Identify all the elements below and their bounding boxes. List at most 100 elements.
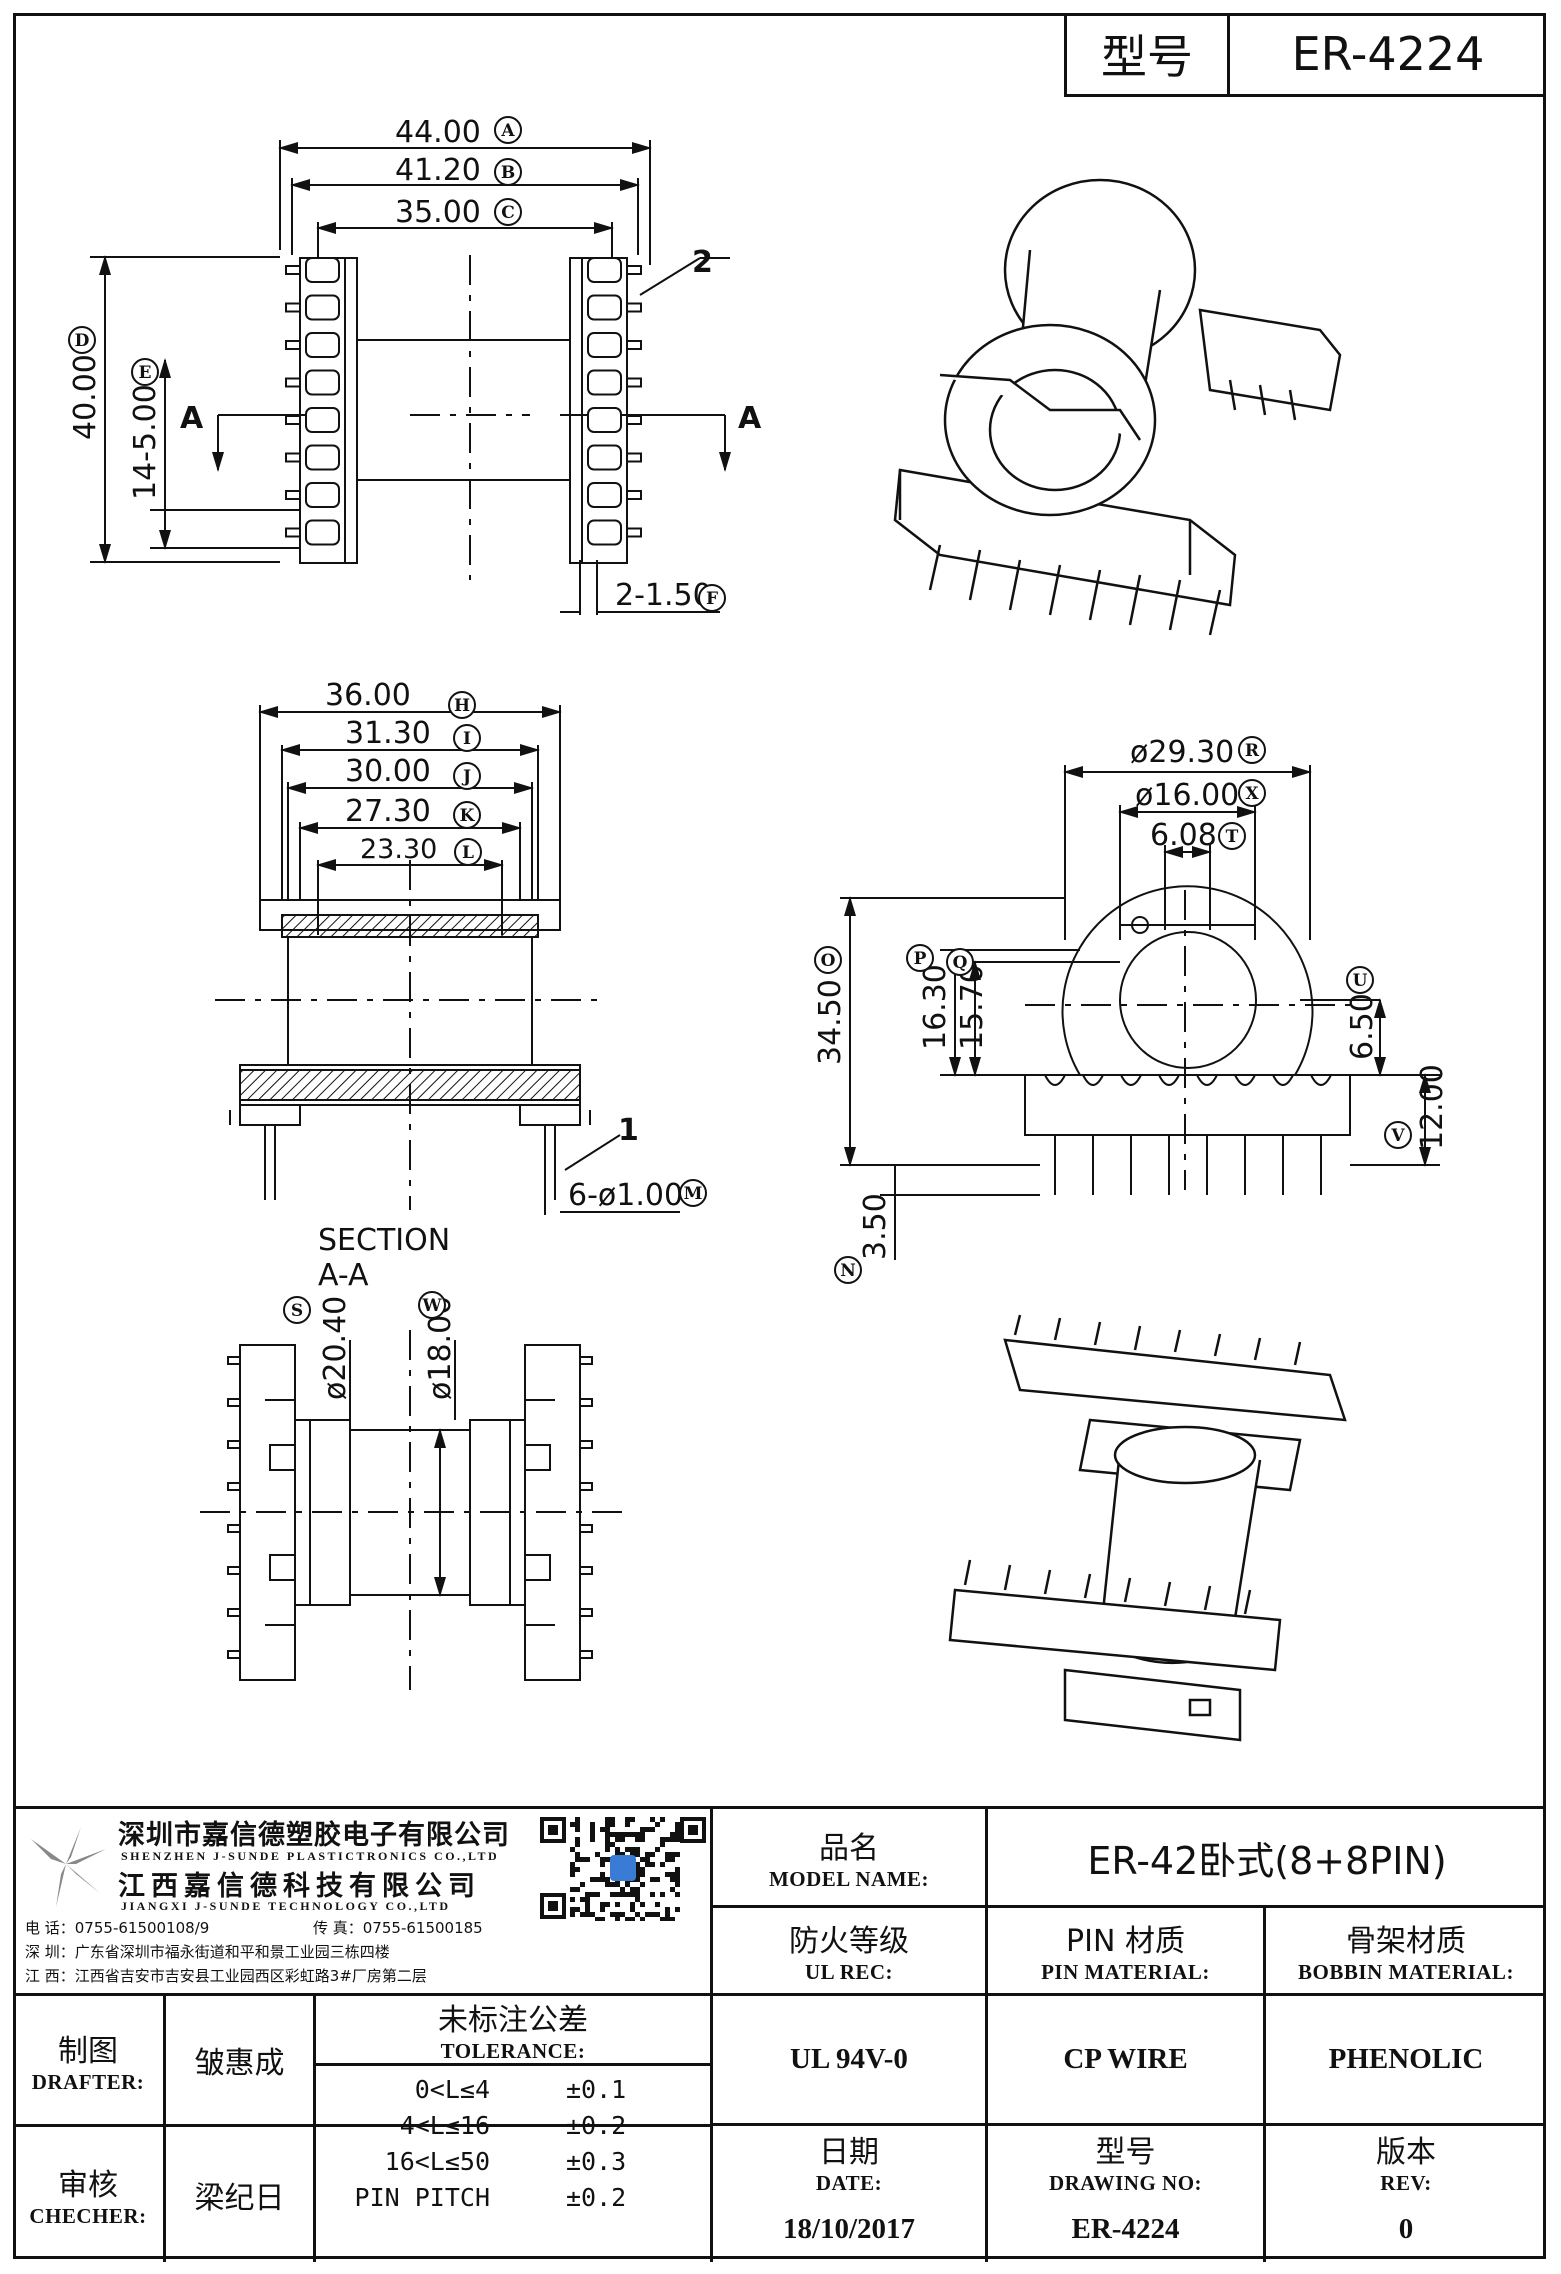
section-view [200, 1330, 630, 1690]
dim-l: 23.30 [360, 834, 437, 865]
iso-view-bottom [948, 1338, 1347, 1742]
pin-slot [587, 482, 622, 508]
pin-slot [305, 294, 340, 321]
dim-p: 16.30 [918, 964, 953, 1050]
svg-text:S: S [291, 1301, 303, 1321]
pin-stub [579, 1440, 593, 1449]
tolerance-row: PIN PITCH ±0.2 [354, 2183, 627, 2212]
company-fax: 传 真：0755-61500185 [313, 1919, 483, 1937]
header-model-label: 型号 [1067, 13, 1230, 94]
pin-stub [579, 1650, 593, 1659]
dim-d: 40.00 [68, 354, 103, 440]
pin-slot [587, 369, 622, 396]
pin-stub [626, 302, 642, 313]
dimension-letter-marker: M [679, 1179, 707, 1207]
svg-text:L: L [462, 843, 474, 863]
dimension-letter-marker: N [834, 1256, 862, 1284]
pin-material-value: CP WIRE [1063, 2043, 1188, 2075]
pin-notch [1158, 1074, 1180, 1086]
drafter-value: 皱惠成 [194, 2046, 285, 2081]
pin-slot [587, 294, 622, 321]
qr-code-icon [538, 1815, 708, 1921]
pin-stub [227, 1398, 241, 1407]
svg-text:A: A [500, 121, 515, 141]
pin-slot [305, 332, 340, 358]
svg-text:H: H [454, 696, 470, 716]
pin-slot [305, 369, 340, 396]
dimension-letter-marker: E [131, 358, 159, 386]
dimension-letter-marker: O [814, 946, 842, 974]
section-mark-right: A [738, 401, 762, 436]
dim-s: ø20.40 [318, 1296, 353, 1400]
pin-stub [579, 1482, 593, 1491]
pin-stub [285, 527, 301, 538]
header-model-value: ER-4224 [1291, 26, 1485, 81]
pin-stub [626, 340, 642, 350]
pin-slot [305, 482, 340, 508]
dim-e: 14-5.00 [128, 384, 163, 500]
dimension-letter-marker: B [494, 158, 522, 186]
svg-text:E: E [139, 363, 152, 383]
dim-j: 30.00 [345, 754, 431, 789]
pin-notch [1234, 1074, 1256, 1086]
svg-text:D: D [75, 331, 90, 351]
pin-stub [626, 377, 642, 388]
svg-text:K: K [460, 806, 476, 826]
side-view-pins [1044, 1074, 1332, 1195]
pin-notch [1044, 1074, 1066, 1086]
pin-slot [305, 257, 340, 283]
dimension-letter-marker: L [454, 838, 482, 866]
dim-h: 36.00 [325, 678, 411, 713]
pin-stub [579, 1608, 593, 1617]
section-title-line2: A-A [318, 1258, 369, 1293]
pin-slot [587, 407, 622, 433]
dim-b: 41.20 [395, 153, 481, 188]
company-name-jx: 江西嘉信德科技有限公司 [118, 1871, 481, 1902]
pin-slot [305, 444, 340, 471]
pin-slot [587, 444, 622, 471]
company-tel: 电 话：0755-61500108/9 [25, 1919, 210, 1937]
pin-stub [579, 1566, 593, 1575]
pin-label-1: 1 [618, 1113, 639, 1148]
side-view [840, 765, 1440, 1260]
dimension-letter-marker: Q [946, 948, 974, 976]
pin-stub [285, 415, 301, 425]
technical-drawing: 44.00 41.20 35.00 40.00 14-5.00 2-1.50 2… [68, 115, 1450, 1742]
title-block: 深圳市嘉信德塑胶电子有限公司 SHENZHEN J-SUNDE PLASTICT… [13, 1806, 1546, 2262]
dim-o: 34.50 [813, 979, 848, 1065]
tolerance-row: 0<L≤4 ±0.1 [414, 2075, 627, 2104]
drawing-frame [13, 13, 1546, 2259]
tolerance-table: 0<L≤4 ±0.1 4<L≤16 ±0.2 16<L≤50 ±0.3 PIN … [316, 2067, 710, 2262]
pin-label-2: 2 [692, 245, 713, 280]
dimension-letter-marker: W [418, 1291, 446, 1319]
ul-rec-value: UL 94V-0 [790, 2043, 908, 2075]
dimension-letter-marker: V [1384, 1121, 1412, 1149]
pin-stub [227, 1524, 241, 1533]
checker-value: 梁纪日 [194, 2180, 285, 2216]
company-addr-jx: 江 西：江西省吉安市吉安县工业园西区彩虹路3#厂房第二层 [25, 1967, 427, 1985]
pin-stub [626, 452, 642, 463]
model-name-value: ER-42卧式(8+8PIN) [1087, 1838, 1447, 1883]
dim-r: ø29.30 [1130, 735, 1234, 770]
dim-f: 2-1.50 [615, 578, 712, 613]
svg-text:B: B [501, 163, 515, 183]
bobbin-material-value: PHENOLIC [1328, 2043, 1484, 2075]
pin-notch [1082, 1074, 1104, 1086]
svg-text:U: U [1353, 971, 1368, 991]
dim-v: 12.00 [1415, 1064, 1450, 1150]
pin-slot [587, 519, 622, 546]
svg-text:F: F [706, 589, 718, 609]
top-view-pins [285, 257, 642, 546]
pin-stub [579, 1524, 593, 1533]
svg-text:J: J [461, 767, 471, 787]
pin-stub [626, 490, 642, 500]
dimension-letter-marker: S [283, 1296, 311, 1324]
pin-notch [1310, 1074, 1332, 1086]
dimension-letter-marker: U [1346, 966, 1374, 994]
